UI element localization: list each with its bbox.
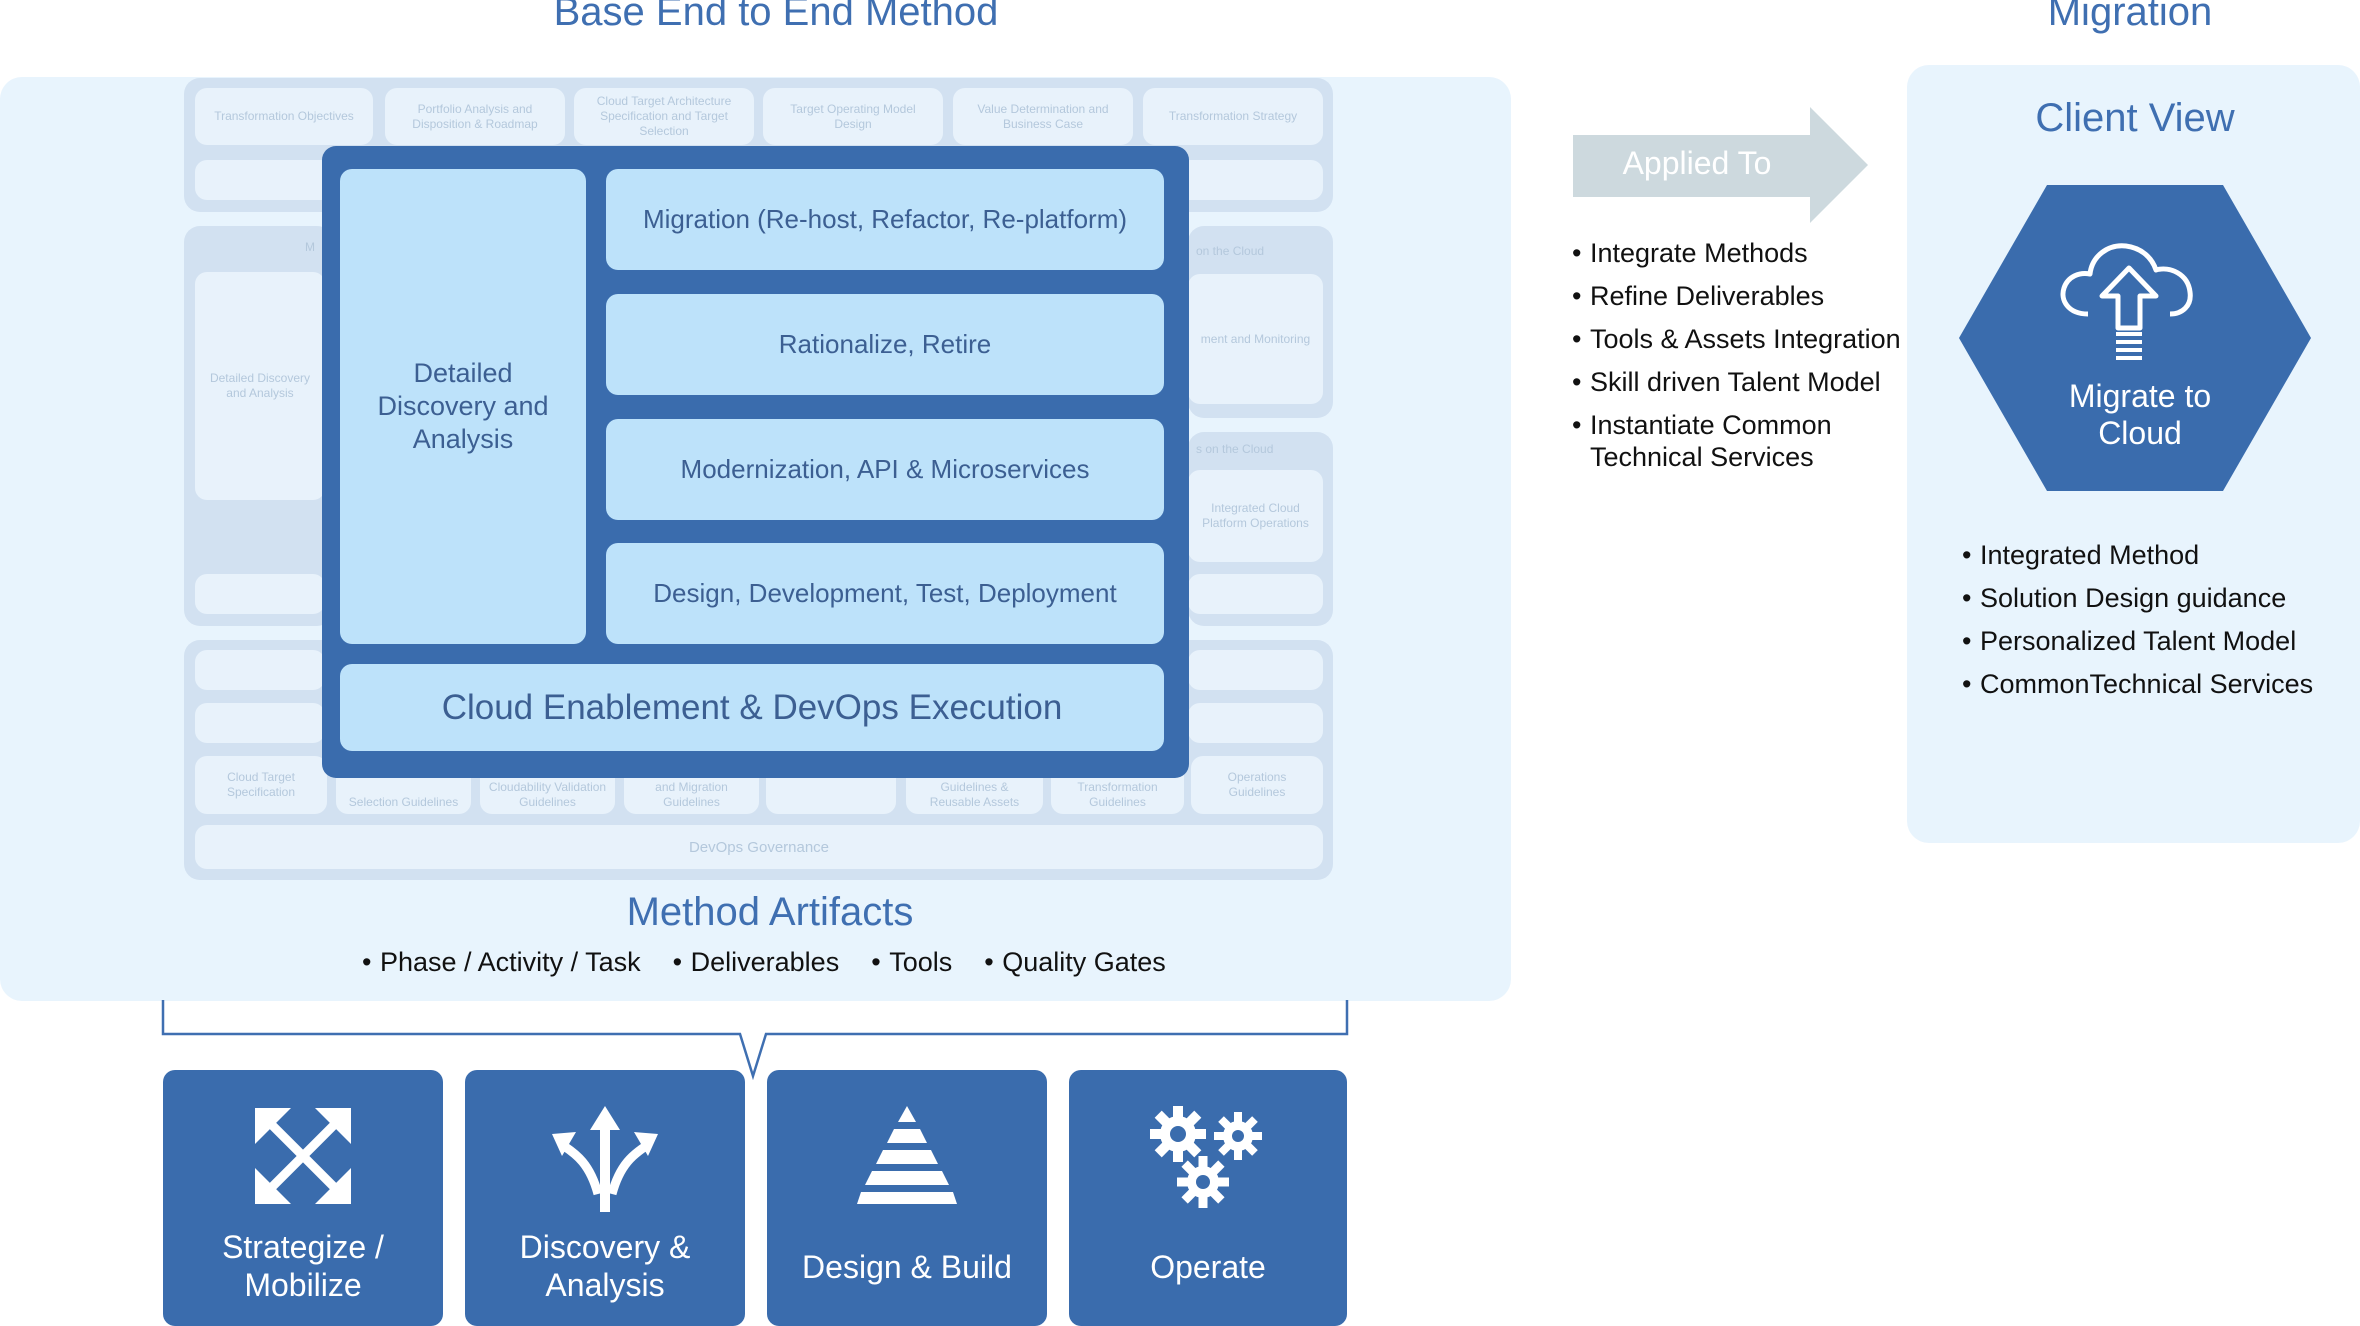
applied-to-arrow: [1573, 107, 1868, 223]
ghost-cell: [195, 574, 325, 614]
ghost-cell: [1188, 650, 1323, 690]
client-view-title: Client View: [2035, 96, 2235, 140]
focus-row-migration: Migration (Re-host, Refactor, Re-platfor…: [606, 169, 1164, 270]
applied-item: Integrate Methods: [1572, 237, 1902, 269]
cloud-enablement-bar: Cloud Enablement & DevOps Execution: [340, 664, 1164, 751]
phase-label: Operate: [1150, 1249, 1266, 1285]
pyramid-icon: [857, 1106, 957, 1204]
phase-operate: Operate: [1069, 1070, 1347, 1326]
phase-label: Design & Build: [802, 1249, 1012, 1285]
client-item: Solution Design guidance: [1962, 582, 2352, 614]
client-item: CommonTechnical Services: [1962, 668, 2352, 700]
applied-to-label: Applied To: [1622, 145, 1772, 181]
focus-row-modernization: Modernization, API & Microservices: [606, 419, 1164, 520]
applied-item: Tools & Assets Integration: [1572, 323, 1902, 355]
client-item: Personalized Talent Model: [1962, 625, 2352, 657]
ghost-cell: M: [305, 239, 315, 254]
diverging-arrows-icon: [552, 1106, 658, 1212]
ghost-cell: Integrated Cloud Platform Operations: [1188, 470, 1323, 562]
gears-icon: [1150, 1106, 1262, 1208]
ghost-cell: s on the Cloud: [1196, 441, 1274, 456]
ghost-cell: [195, 650, 325, 690]
applied-item: Refine Deliverables: [1572, 280, 1902, 312]
ghost-governance: DevOps Governance: [195, 825, 1323, 869]
ghost-cell: Operations Guidelines: [1191, 756, 1323, 814]
ghost-cell: Portfolio Analysis and Disposition & Roa…: [385, 88, 565, 145]
phase-label: Discovery & Analysis: [519, 1229, 691, 1303]
client-view-list: Integrated Method Solution Design guidan…: [1962, 539, 2352, 711]
ghost-cell: [1188, 703, 1323, 743]
migrate-hexagon: [1959, 185, 2311, 491]
detailed-discovery-block: Detailed Discovery and Analysis: [340, 169, 586, 644]
cloud-upload-icon: [2060, 243, 2193, 360]
ghost-cell: Cloud Target Architecture Specification …: [574, 88, 754, 145]
artifact-item: Deliverables: [673, 946, 840, 978]
expand-arrows-icon: [255, 1108, 351, 1204]
applied-to-list: Integrate Methods Refine Deliverables To…: [1572, 237, 1902, 484]
ghost-cell: Cloud Target Specification: [195, 756, 327, 814]
phase-label: Strategize / Mobilize: [222, 1229, 384, 1303]
base-method-title: Base End to End Method: [553, 0, 999, 34]
migration-title: Migration: [2047, 0, 2213, 34]
ghost-cell: Target Operating Model Design: [763, 88, 943, 145]
artifact-item: Quality Gates: [984, 946, 1166, 978]
ghost-cell: Transformation Strategy: [1143, 88, 1323, 145]
focus-row-design: Design, Development, Test, Deployment: [606, 543, 1164, 644]
applied-item: Skill driven Talent Model: [1572, 366, 1902, 398]
ghost-cell: Detailed Discovery and Analysis: [195, 272, 325, 500]
phase-bracket: [161, 1000, 1349, 1080]
ghost-cell: ment and Monitoring: [1188, 274, 1323, 404]
phase-strategize: Strategize / Mobilize: [163, 1070, 443, 1326]
applied-item: Instantiate Common Technical Services: [1572, 409, 1902, 473]
ghost-cell: on the Cloud: [1196, 243, 1265, 258]
ghost-cell: Value Determination and Business Case: [953, 88, 1133, 145]
phase-design-build: Design & Build: [767, 1070, 1047, 1326]
ghost-cell: [1188, 574, 1323, 614]
focus-row-rationalize: Rationalize, Retire: [606, 294, 1164, 395]
migrate-to-cloud-label: Migrate to Cloud: [2068, 378, 2212, 451]
client-item: Integrated Method: [1962, 539, 2352, 571]
artifact-item: Tools: [871, 946, 952, 978]
ghost-cell: Transformation Objectives: [195, 88, 373, 145]
artifact-list: Phase / Activity / Task Deliverables Too…: [362, 946, 1262, 989]
artifact-item: Phase / Activity / Task: [362, 946, 641, 978]
phase-discovery: Discovery & Analysis: [465, 1070, 745, 1326]
ghost-cell: [195, 703, 325, 743]
method-artifacts-title: Method Artifacts: [626, 890, 914, 934]
